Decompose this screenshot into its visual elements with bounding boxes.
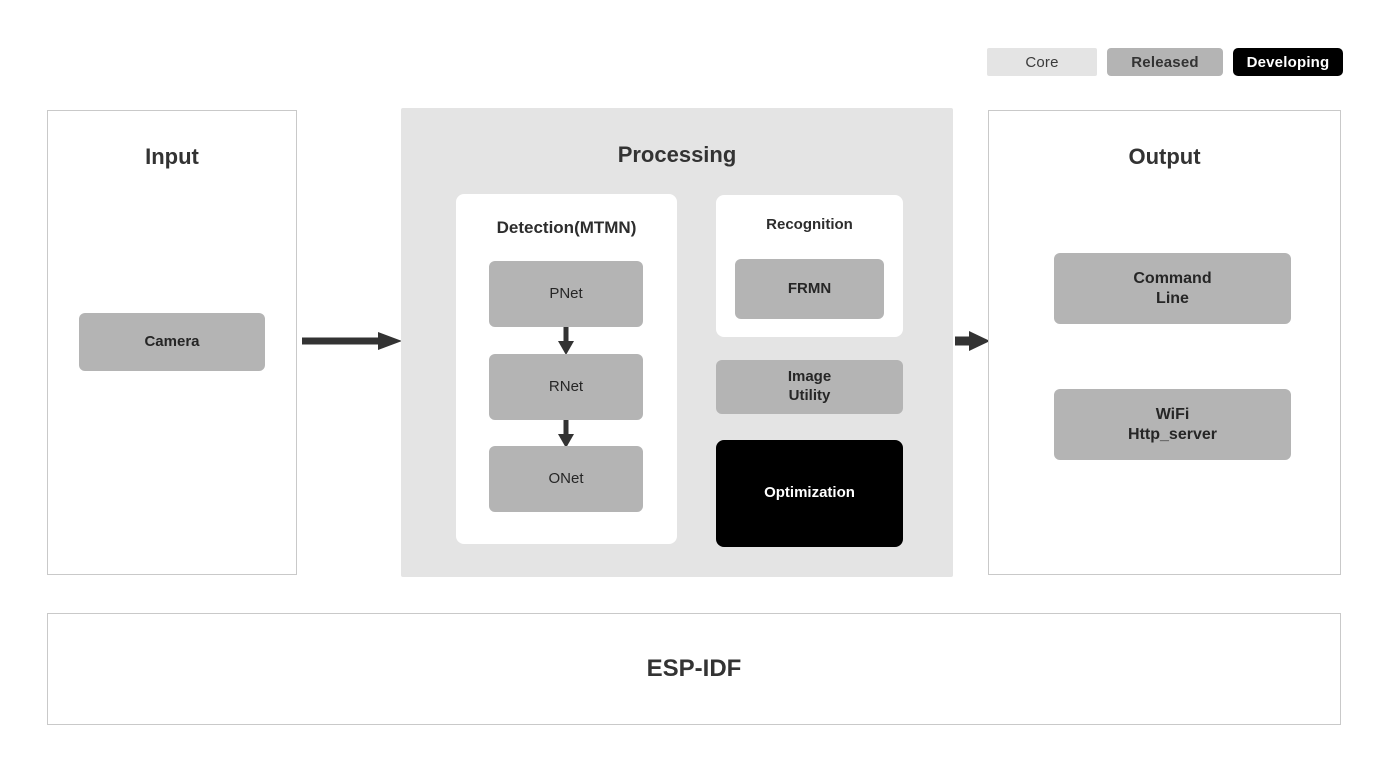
node-rnet: RNet	[489, 354, 643, 420]
card-title-detection: Detection(MTMN)	[496, 218, 637, 237]
node-rnet-label: RNet	[548, 377, 584, 395]
node-camera: Camera	[79, 313, 265, 371]
node-onet-label: ONet	[548, 469, 584, 487]
node-frmn-label: FRMN	[787, 279, 832, 297]
node-optimization-label: Optimization	[764, 484, 855, 502]
node-onet: ONet	[489, 446, 643, 512]
node-image-utility-label-line1: Image	[787, 368, 832, 386]
node-wifi-http-server: WiFi Http_server	[1054, 389, 1291, 460]
panel-output: Output	[988, 110, 1341, 575]
node-frmn: FRMN	[735, 259, 884, 319]
legend-badge-developing: Developing	[1233, 48, 1343, 76]
legend-label-core: Core	[1025, 53, 1059, 71]
node-camera-label: Camera	[144, 332, 200, 350]
node-image-utility: Image Utility	[716, 360, 903, 414]
node-pnet: PNet	[489, 261, 643, 327]
foundation-label: ESP-IDF	[646, 655, 742, 682]
arrow-input-to-processing	[302, 332, 402, 350]
node-pnet-label: PNet	[549, 284, 583, 302]
node-wifi-label-line1: WiFi	[1155, 405, 1190, 423]
arrow-rnet-to-onet	[558, 420, 574, 448]
legend-badge-released: Released	[1107, 48, 1223, 76]
node-image-utility-label-line2: Utility	[788, 387, 831, 404]
node-optimization: Optimization	[716, 440, 903, 547]
panel-title-input: Input	[145, 144, 199, 169]
panel-title-processing: Processing	[617, 142, 737, 167]
foundation-bar-esp-idf: ESP-IDF	[47, 613, 1341, 725]
node-command-line-label-line1: Command	[1133, 269, 1212, 287]
arrow-pnet-to-rnet	[558, 327, 574, 355]
node-command-line: Command Line	[1054, 253, 1291, 324]
node-command-line-label-line2: Line	[1156, 289, 1189, 307]
legend-badge-core: Core	[987, 48, 1097, 76]
legend-label-released: Released	[1131, 53, 1199, 71]
card-title-recognition: Recognition	[766, 216, 853, 233]
panel-title-output: Output	[1128, 144, 1201, 169]
arrow-processing-to-output	[955, 331, 990, 351]
node-wifi-label-line2: Http_server	[1128, 425, 1217, 443]
legend-label-developing: Developing	[1246, 53, 1330, 71]
